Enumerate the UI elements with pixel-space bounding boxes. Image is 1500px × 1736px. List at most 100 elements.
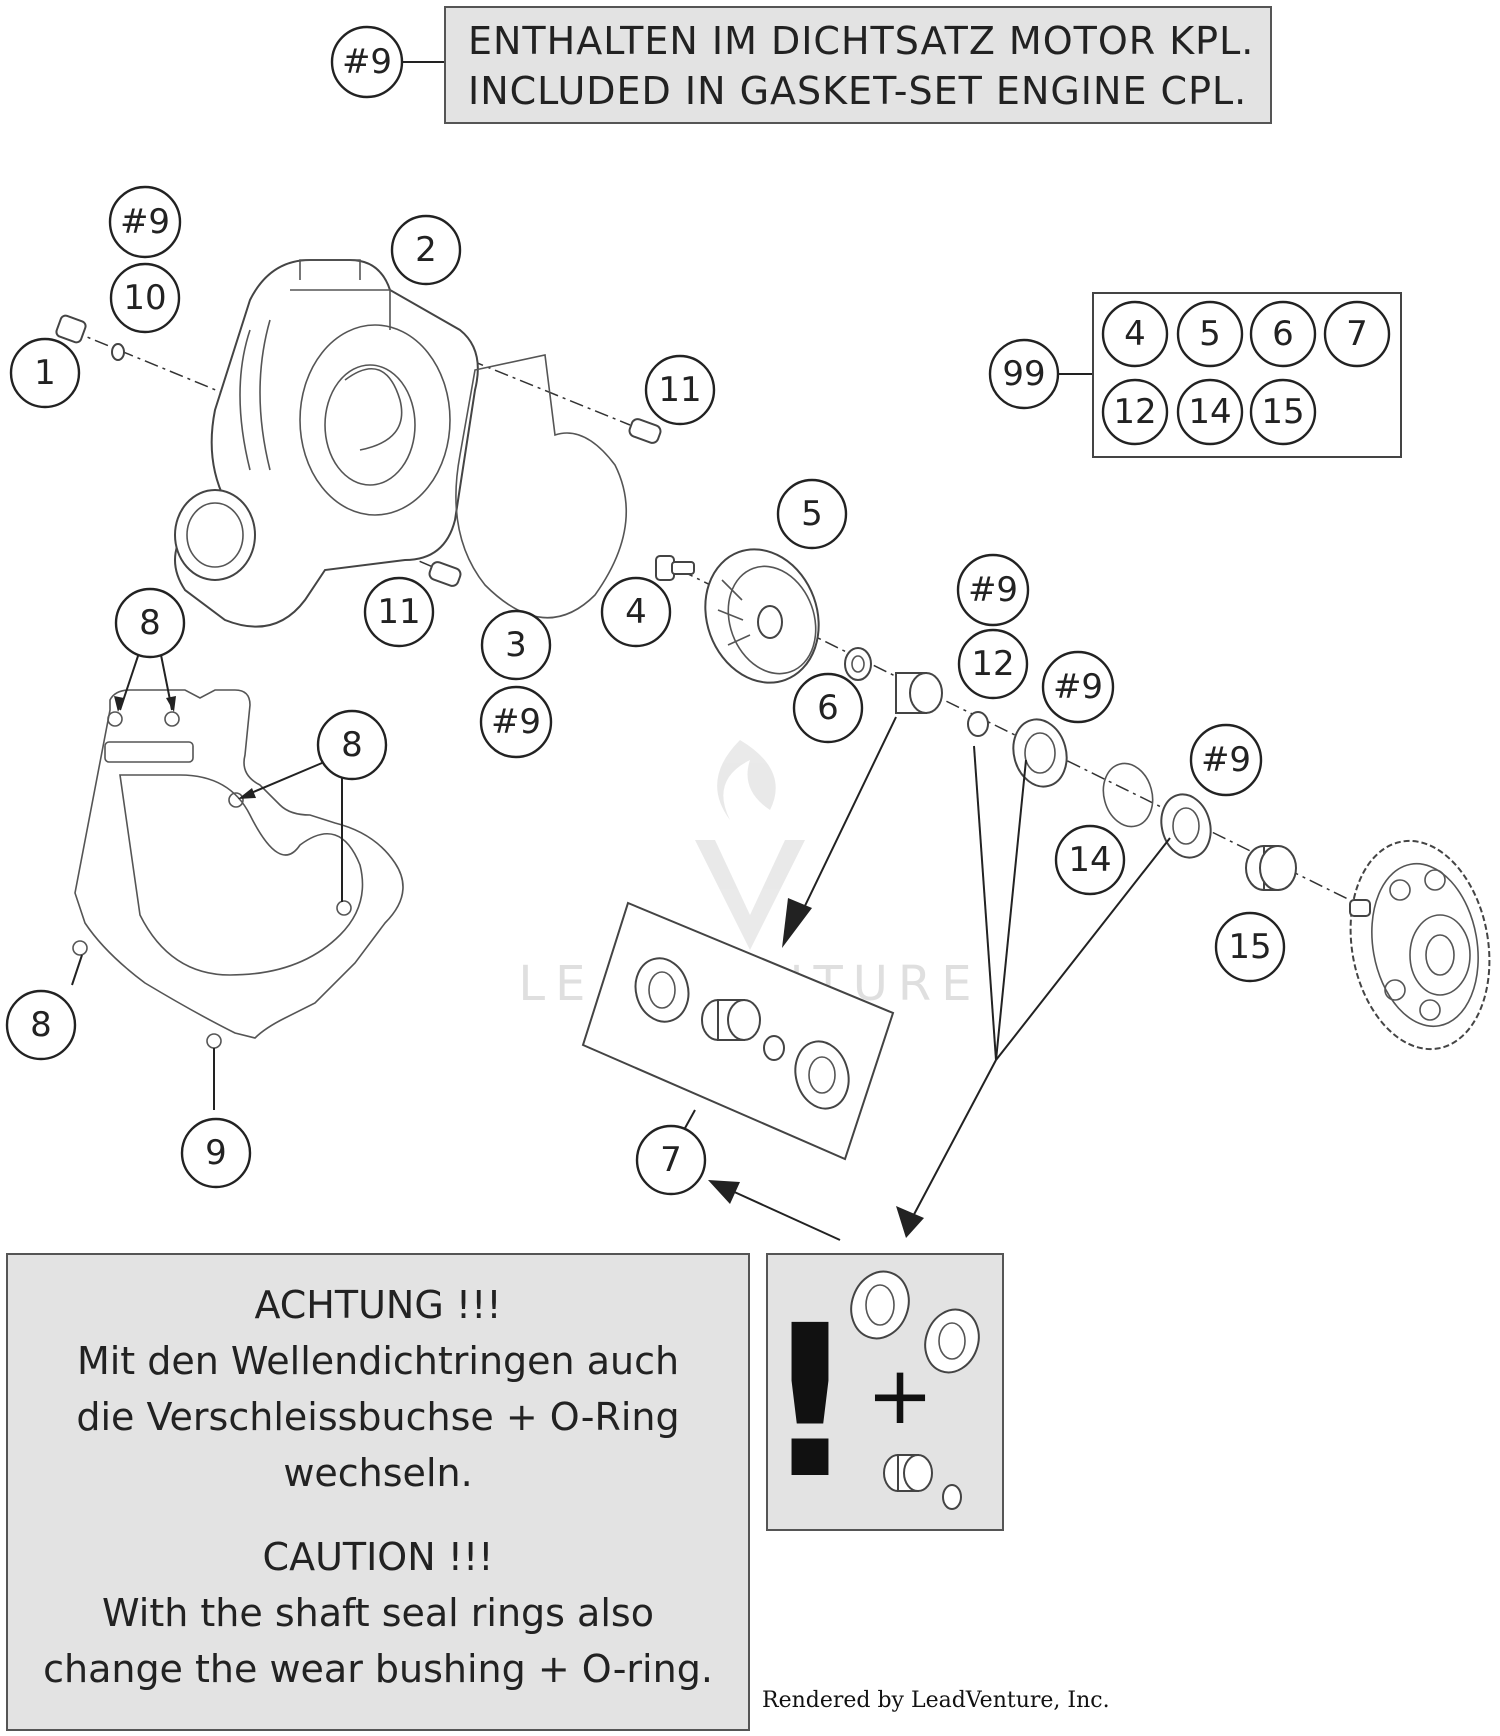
circlip-part-14 bbox=[1102, 762, 1154, 828]
kit-item-12: 12 bbox=[1101, 378, 1169, 446]
svg-text:12: 12 bbox=[971, 644, 1014, 684]
caution-line-en-2: change the wear bushing + O-ring. bbox=[43, 1647, 713, 1691]
svg-text:6: 6 bbox=[817, 688, 839, 728]
callout-15: 15 bbox=[1214, 911, 1286, 983]
callout-7: 7 bbox=[635, 1124, 707, 1196]
wear-bushing bbox=[895, 672, 943, 714]
kit-item-7: 7 bbox=[1323, 300, 1391, 368]
svg-text:#9: #9 bbox=[968, 570, 1018, 610]
seal-ring-icon bbox=[850, 1270, 980, 1374]
svg-text:#9: #9 bbox=[120, 202, 170, 242]
callout-gasket-set-seal-1: #9 bbox=[1041, 650, 1115, 724]
watermark-logo bbox=[695, 740, 805, 950]
o-ring-part-12 bbox=[967, 711, 989, 737]
gasket-set-note-de: ENTHALTEN IM DICHTSATZ MOTOR KPL. bbox=[468, 19, 1255, 63]
screw-part-1 bbox=[55, 314, 125, 361]
callout-11-upper: 11 bbox=[644, 354, 716, 426]
drive-gear bbox=[1349, 839, 1491, 1051]
callout-12: 12 bbox=[957, 628, 1029, 700]
svg-text:4: 4 bbox=[1124, 314, 1146, 354]
replace-parts-illustration: ! + bbox=[762, 1270, 980, 1525]
svg-text:9: 9 bbox=[205, 1133, 227, 1173]
svg-text:3: 3 bbox=[505, 625, 527, 665]
gasket-set-note-en: INCLUDED IN GASKET-SET ENGINE CPL. bbox=[468, 69, 1248, 113]
callout-9: 9 bbox=[180, 1117, 252, 1189]
svg-text:7: 7 bbox=[1346, 314, 1368, 354]
callout-11-lower: 11 bbox=[363, 576, 435, 648]
svg-text:#9: #9 bbox=[1053, 667, 1103, 707]
kit-item-5: 5 bbox=[1176, 300, 1244, 368]
svg-text:2: 2 bbox=[415, 230, 437, 270]
render-credit: Rendered by LeadVenture, Inc. bbox=[762, 1688, 1110, 1713]
caution-line-de-3: wechseln. bbox=[283, 1451, 473, 1495]
callout-8-right: 8 bbox=[316, 709, 388, 781]
svg-text:#9: #9 bbox=[1201, 740, 1251, 780]
callout-4: 4 bbox=[600, 576, 672, 648]
svg-text:15: 15 bbox=[1228, 927, 1271, 967]
svg-text:5: 5 bbox=[801, 494, 823, 534]
svg-text:4: 4 bbox=[625, 592, 647, 632]
kit-item-14: 14 bbox=[1176, 378, 1244, 446]
svg-text:14: 14 bbox=[1068, 840, 1111, 880]
callout-gasket-set-12: #9 bbox=[956, 553, 1030, 627]
svg-text:#9: #9 bbox=[491, 702, 541, 742]
callout-99: 99 bbox=[988, 338, 1060, 410]
callout-gasket-set-3: #9 bbox=[479, 685, 553, 759]
callout-gasket-set-10: #9 bbox=[108, 185, 182, 259]
svg-text:14: 14 bbox=[1188, 392, 1231, 432]
shaft-seal-ring-1 bbox=[1012, 718, 1068, 788]
callout-14: 14 bbox=[1054, 824, 1126, 896]
exclamation-icon: ! bbox=[768, 1280, 858, 1525]
dowel-part-11-lower bbox=[428, 561, 462, 587]
callout-6: 6 bbox=[792, 672, 864, 744]
kit-7-frame bbox=[581, 901, 895, 1161]
caution-title-en: CAUTION !!! bbox=[262, 1535, 494, 1579]
caution-title-de: ACHTUNG !!! bbox=[254, 1283, 502, 1327]
callout-8-top: 8 bbox=[114, 587, 186, 659]
callout-2: 2 bbox=[390, 214, 462, 286]
kit-item-15: 15 bbox=[1249, 378, 1317, 446]
svg-text:10: 10 bbox=[123, 278, 166, 318]
callout-3: 3 bbox=[480, 609, 552, 681]
callout-10: 10 bbox=[109, 262, 181, 334]
svg-text:8: 8 bbox=[341, 725, 363, 765]
caution-line-en-1: With the shaft seal rings also bbox=[102, 1591, 654, 1635]
svg-text:8: 8 bbox=[139, 603, 161, 643]
caution-line-de-2: die Verschleissbuchse + O-Ring bbox=[76, 1395, 680, 1439]
bolt-part-4 bbox=[655, 555, 695, 581]
svg-text:6: 6 bbox=[1272, 314, 1294, 354]
svg-text:15: 15 bbox=[1261, 392, 1304, 432]
svg-text:#9: #9 bbox=[342, 42, 392, 82]
washer-part-6 bbox=[844, 647, 872, 681]
screw-axis bbox=[69, 329, 241, 401]
bushing-part-15 bbox=[1245, 845, 1297, 891]
caution-note: ACHTUNG !!! Mit den Wellendichtringen au… bbox=[6, 1253, 750, 1731]
kit-item-4: 4 bbox=[1101, 300, 1169, 368]
svg-text:11: 11 bbox=[377, 592, 420, 632]
gasket-set-note: ENTHALTEN IM DICHTSATZ MOTOR KPL. INCLUD… bbox=[444, 6, 1272, 124]
svg-text:12: 12 bbox=[1113, 392, 1156, 432]
callout-gasket-set-header: #9 bbox=[330, 25, 404, 99]
bushing-icon bbox=[883, 1454, 962, 1510]
caution-line-de-1: Mit den Wellendichtringen auch bbox=[76, 1339, 680, 1383]
shaft-seal-ring-2 bbox=[1160, 793, 1212, 859]
kit-item-6: 6 bbox=[1249, 300, 1317, 368]
svg-text:8: 8 bbox=[30, 1005, 52, 1045]
dowel-part-11-upper bbox=[628, 418, 662, 444]
pump-cover-part-2 bbox=[174, 259, 479, 628]
svg-text:11: 11 bbox=[658, 370, 701, 410]
impeller-part-5 bbox=[704, 548, 820, 684]
callout-1: 1 bbox=[9, 337, 81, 409]
callout-gasket-set-seal-2: #9 bbox=[1189, 723, 1263, 797]
svg-text:1: 1 bbox=[34, 353, 56, 393]
svg-text:99: 99 bbox=[1002, 354, 1045, 394]
svg-text:5: 5 bbox=[1199, 314, 1221, 354]
svg-text:7: 7 bbox=[660, 1140, 682, 1180]
callout-5: 5 bbox=[776, 478, 848, 550]
callout-8-left: 8 bbox=[5, 989, 77, 1061]
gasket-part-3 bbox=[455, 354, 628, 619]
plus-icon: + bbox=[866, 1349, 933, 1442]
replace-parts-icon-box: ! + bbox=[762, 1253, 1004, 1531]
leader-lines bbox=[71, 649, 1171, 1241]
